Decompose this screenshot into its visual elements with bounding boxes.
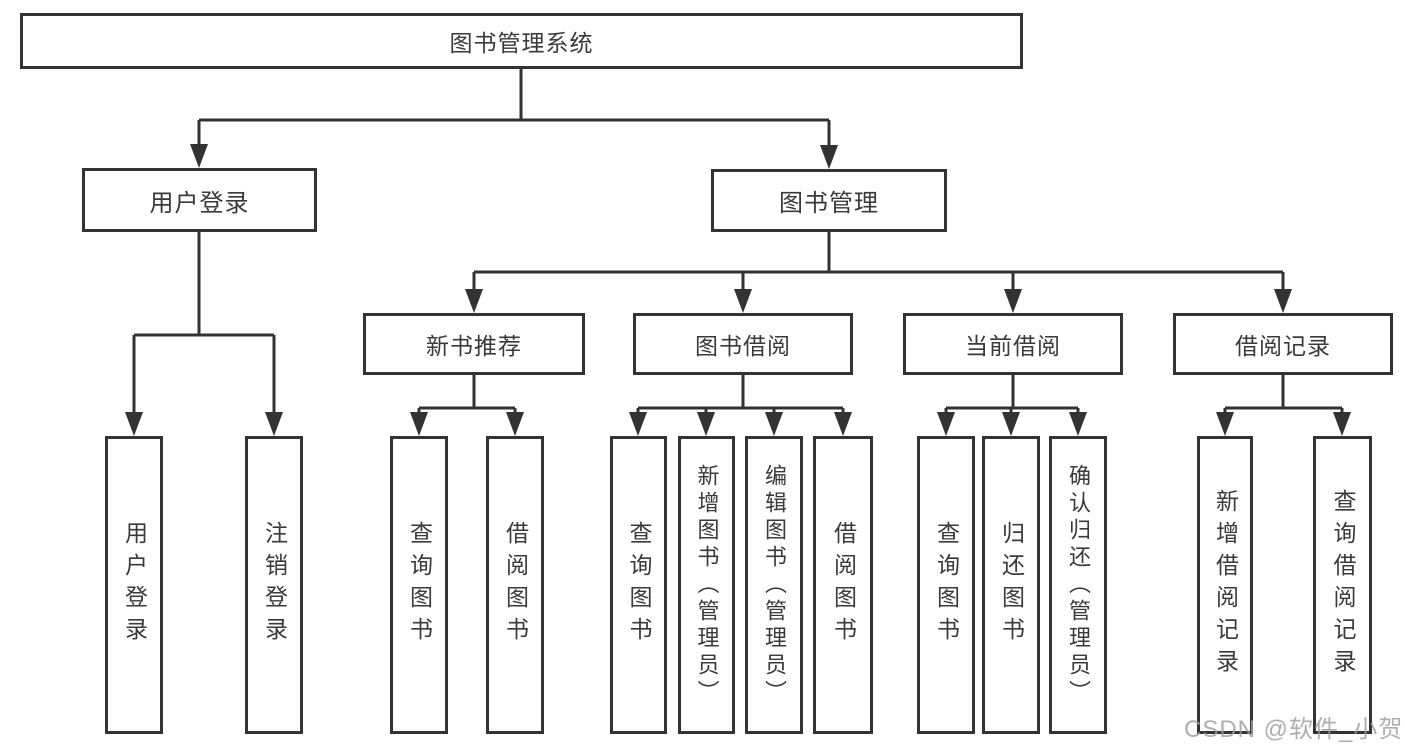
leaf-newbooks-borrow-books-label: 借阅图书 bbox=[502, 521, 529, 649]
leaf-current-return-books-label: 归还图书 bbox=[998, 521, 1025, 649]
leaf-newbooks-query-books: 查询图书 bbox=[390, 436, 448, 734]
leaf-borrow-borrow-books: 借阅图书 bbox=[813, 436, 873, 734]
leaf-borrow-add-books-admin: 新增图书（管理员） bbox=[678, 436, 735, 734]
leaf-borrow-edit-books-admin-label: 编辑图书（管理员） bbox=[762, 463, 787, 707]
leaf-records-query-record-label: 查询借阅记录 bbox=[1330, 489, 1356, 681]
leaf-logout-label: 注销登录 bbox=[261, 521, 288, 649]
leaf-newbooks-borrow-books: 借阅图书 bbox=[486, 436, 544, 734]
node-root: 图书管理系统 bbox=[20, 13, 1023, 69]
node-borrow-records-label: 借阅记录 bbox=[1235, 333, 1331, 359]
leaf-current-confirm-return-admin: 确认归还（管理员） bbox=[1049, 436, 1107, 734]
leaf-borrow-query-books: 查询图书 bbox=[610, 436, 667, 734]
arrowheads bbox=[125, 144, 1351, 436]
leaf-current-query-books: 查询图书 bbox=[917, 436, 975, 734]
leaf-current-confirm-return-admin-label: 确认归还（管理员） bbox=[1066, 463, 1091, 707]
leaf-current-return-books: 归还图书 bbox=[982, 436, 1040, 734]
node-current-borrow-label: 当前借阅 bbox=[965, 333, 1061, 359]
leaf-borrow-edit-books-admin: 编辑图书（管理员） bbox=[745, 436, 803, 734]
node-new-book-recommend: 新书推荐 bbox=[363, 313, 585, 375]
node-current-borrow: 当前借阅 bbox=[903, 313, 1123, 375]
leaf-user-login: 用户登录 bbox=[105, 436, 163, 734]
csdn-watermark: CSDN @软件_小贺同学 bbox=[1184, 716, 1405, 743]
node-book-borrow: 图书借阅 bbox=[633, 313, 853, 375]
node-root-label: 图书管理系统 bbox=[449, 30, 594, 56]
leaf-borrow-query-books-label: 查询图书 bbox=[626, 521, 652, 649]
node-user-login: 用户登录 bbox=[82, 168, 317, 232]
leaf-current-query-books-label: 查询图书 bbox=[933, 521, 960, 649]
leaf-borrow-borrow-books-label: 借阅图书 bbox=[830, 521, 857, 649]
node-book-management-label: 图书管理 bbox=[779, 190, 879, 217]
node-book-management: 图书管理 bbox=[711, 169, 947, 232]
leaf-records-add-record-label: 新增借阅记录 bbox=[1212, 489, 1239, 681]
leaf-newbooks-query-books-label: 查询图书 bbox=[406, 521, 433, 649]
node-book-borrow-label: 图书借阅 bbox=[695, 333, 791, 359]
node-borrow-records: 借阅记录 bbox=[1173, 313, 1393, 375]
node-new-book-recommend-label: 新书推荐 bbox=[426, 333, 522, 359]
leaf-borrow-add-books-admin-label: 新增图书（管理员） bbox=[694, 463, 720, 707]
leaf-logout: 注销登录 bbox=[245, 436, 303, 734]
leaf-records-query-record: 查询借阅记录 bbox=[1313, 436, 1372, 734]
node-user-login-label: 用户登录 bbox=[149, 189, 250, 217]
leaf-records-add-record: 新增借阅记录 bbox=[1197, 436, 1253, 734]
leaf-user-login-label: 用户登录 bbox=[121, 521, 148, 649]
